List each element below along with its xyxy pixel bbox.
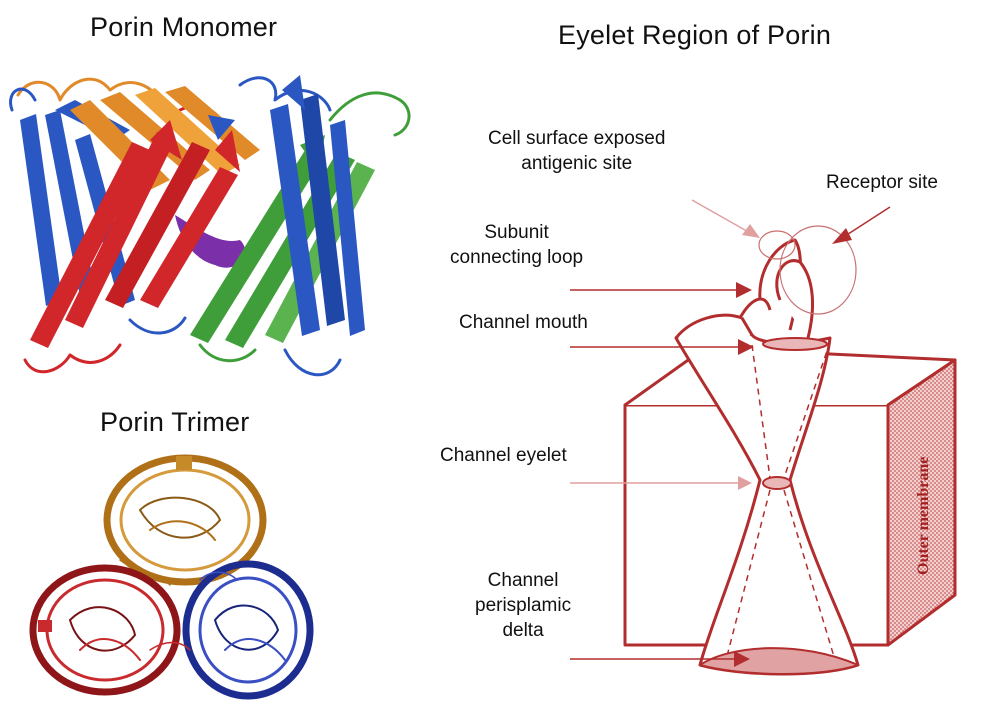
periplasmic-delta-label-line2: perisplamic bbox=[475, 593, 571, 618]
subunit-loop-label-line1: Subunit bbox=[450, 220, 583, 245]
outer-membrane-label: Outer membrane bbox=[915, 457, 932, 575]
channel-eyelet-label: Channel eyelet bbox=[440, 443, 567, 468]
periplasmic-delta-label-line3: delta bbox=[475, 618, 571, 643]
channel-mouth-label: Channel mouth bbox=[459, 310, 588, 335]
antigenic-site-label: Cell surface exposed antigenic site bbox=[488, 126, 665, 176]
subunit-loop-label-line2: connecting loop bbox=[450, 245, 583, 270]
antigenic-site-label-line1: Cell surface exposed bbox=[488, 126, 665, 151]
periplasmic-delta-label-line1: Channel bbox=[475, 568, 571, 593]
receptor-site-label: Receptor site bbox=[826, 170, 938, 195]
periplasmic-delta-label: Channel perisplamic delta bbox=[475, 568, 571, 643]
channel-eyelet-ellipse bbox=[763, 477, 791, 489]
subunit-loop-label: Subunit connecting loop bbox=[450, 220, 583, 270]
antigenic-site-label-line2: antigenic site bbox=[488, 151, 665, 176]
channel-mouth-ellipse bbox=[763, 338, 827, 350]
